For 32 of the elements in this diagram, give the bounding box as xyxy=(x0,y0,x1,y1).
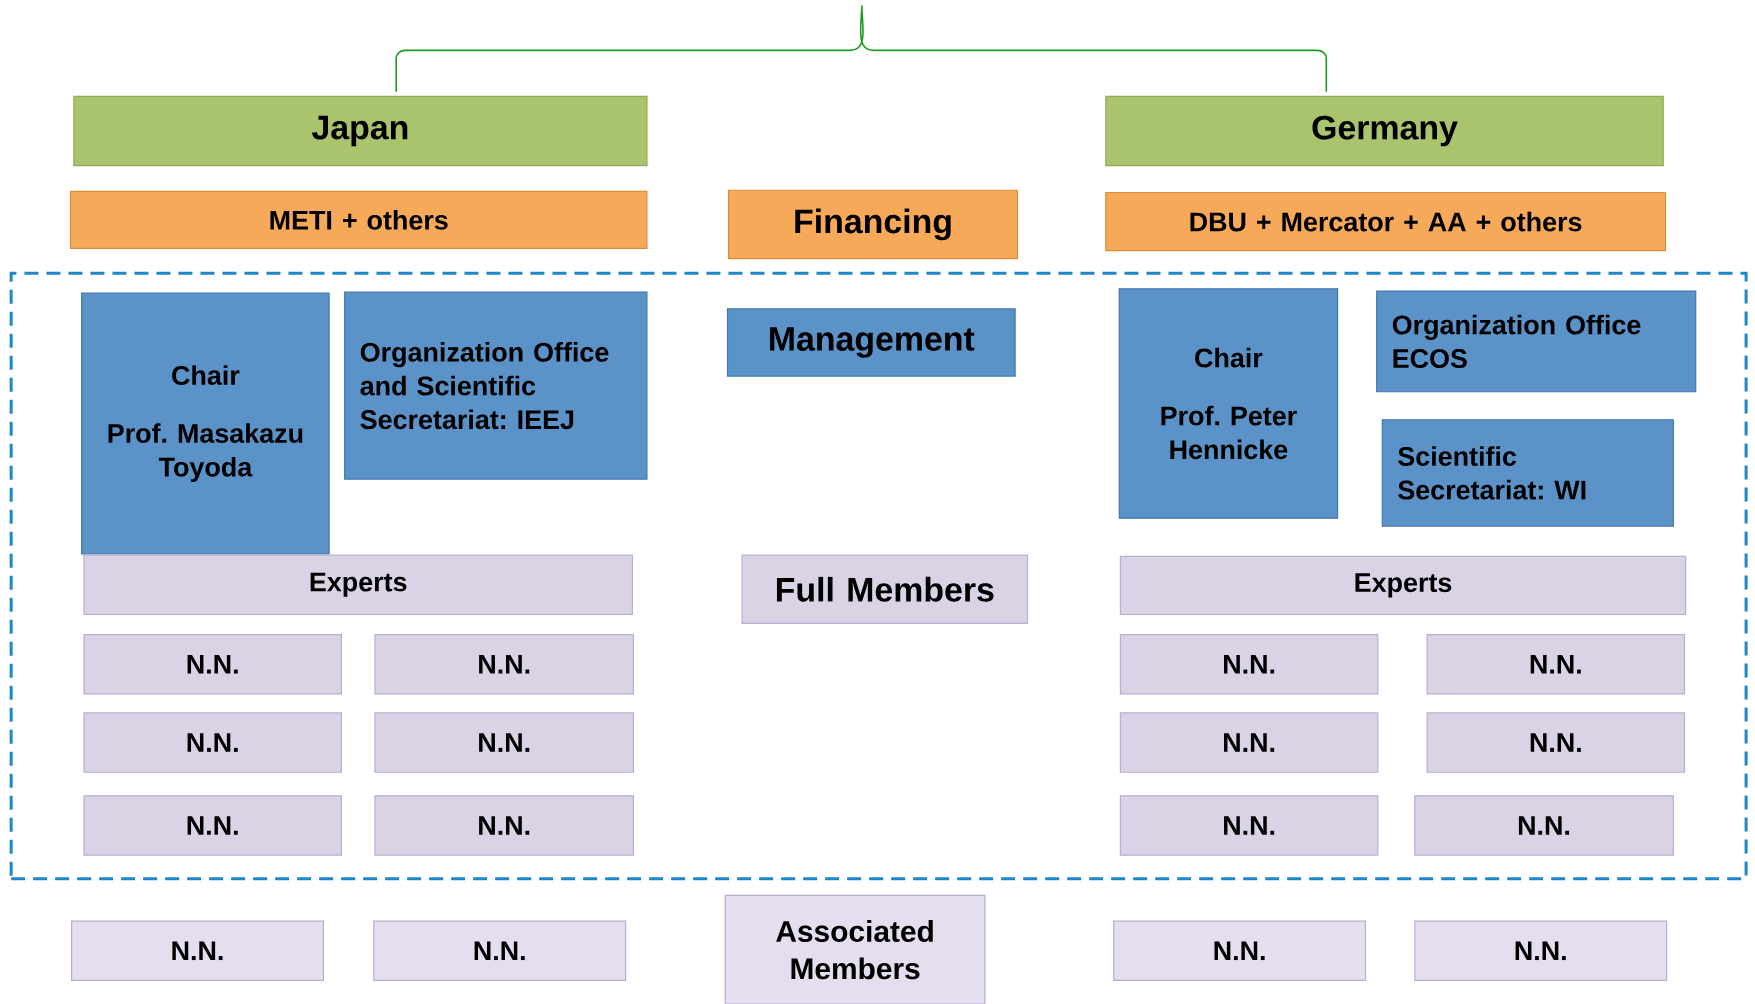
funding-box: METI + others xyxy=(69,190,648,250)
member-box: Experts xyxy=(83,554,633,616)
country-banner: Japan xyxy=(73,95,648,167)
member-box: N.N. xyxy=(1119,712,1379,773)
role-box: Chair Prof. Peter Hennicke xyxy=(1118,288,1339,519)
associate-box: N.N. xyxy=(1113,920,1367,982)
member-box: N.N. xyxy=(1119,634,1379,695)
associate-box: N.N. xyxy=(1414,920,1668,982)
associate-box: N.N. xyxy=(373,920,627,982)
member-box: Experts xyxy=(1119,555,1687,616)
category-box: Associated Members xyxy=(724,894,986,1004)
member-box: N.N. xyxy=(1426,712,1686,773)
member-box: N.N. xyxy=(83,712,342,773)
role-box: Organization Office and Scientific Secretariat: IEEJ xyxy=(344,291,648,480)
member-box: N.N. xyxy=(1119,795,1379,856)
member-box: N.N. xyxy=(1426,634,1686,695)
member-box: N.N. xyxy=(374,634,635,695)
member-box: N.N. xyxy=(374,795,635,856)
member-box: N.N. xyxy=(83,795,342,856)
role-box: Chair Prof. Masakazu Toyoda xyxy=(81,292,330,555)
dashed-frame xyxy=(9,271,1748,881)
category-box: Full Members xyxy=(741,554,1029,625)
member-box: N.N. xyxy=(83,634,342,695)
country-banner: Germany xyxy=(1105,95,1664,167)
category-box: Management xyxy=(726,308,1016,377)
member-box: N.N. xyxy=(1414,795,1674,856)
role-box: Organization Office ECOS xyxy=(1376,290,1697,393)
role-box: Scientific Secretariat: WI xyxy=(1381,419,1674,527)
member-box: N.N. xyxy=(374,712,635,773)
category-box: Financing xyxy=(728,189,1018,260)
funding-box: DBU + Mercator + AA + others xyxy=(1105,191,1666,252)
associate-box: N.N. xyxy=(71,920,324,982)
